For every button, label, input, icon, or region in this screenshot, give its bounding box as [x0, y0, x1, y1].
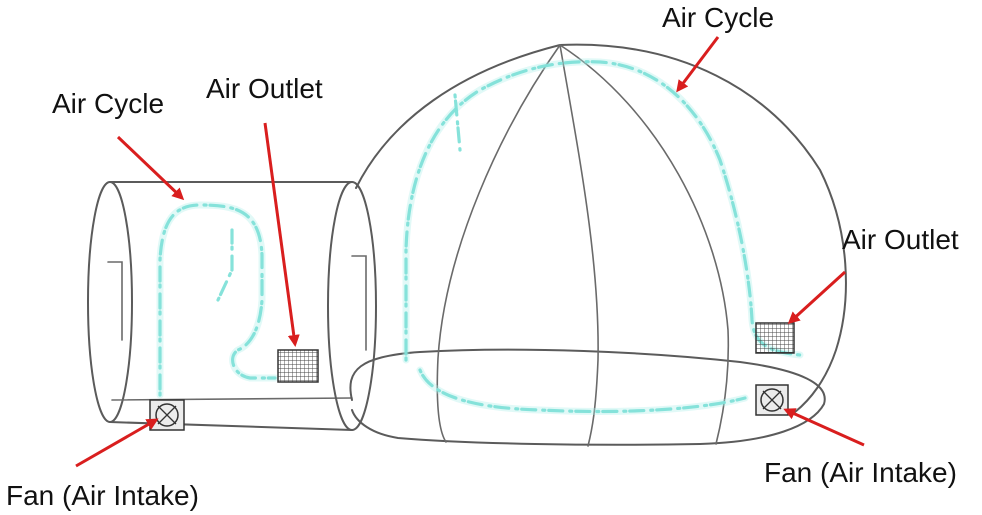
- dome-seam-center: [559, 44, 599, 447]
- tunnel-door-flap: [107, 261, 123, 341]
- label-air-cycle-left: Air Cycle: [52, 88, 165, 119]
- label-fan-left: Fan (Air Intake): [6, 480, 199, 511]
- label-air-cycle-top: Air Cycle: [662, 2, 775, 33]
- grille-vent-icon: [277, 349, 319, 383]
- dome-base-ellipse: [349, 348, 826, 446]
- dome-outer-shell: [355, 43, 847, 413]
- airflow-tunnel-path: [158, 203, 277, 397]
- dome: [349, 43, 847, 447]
- arrow-fan-right: [783, 408, 865, 447]
- arrow-air-outlet-left: [263, 122, 300, 347]
- airflow-dome-arch: [404, 60, 802, 362]
- dome-seam-left: [436, 44, 561, 443]
- tunnel-entrance-ring: [87, 181, 133, 423]
- fan-icon: [755, 384, 789, 416]
- label-air-outlet-right: Air Outlet: [842, 224, 959, 255]
- arrow-air-outlet-right: [787, 270, 847, 325]
- label-air-outlet-left: Air Outlet: [206, 73, 323, 104]
- tunnel-floor-line: [111, 397, 353, 401]
- arrow-air-cycle-left: [116, 135, 185, 201]
- arrow-air-cycle-top: [676, 36, 720, 93]
- dome-seam-right: [559, 44, 730, 445]
- label-fan-right: Fan (Air Intake): [764, 457, 957, 488]
- pointer-arrows: [75, 36, 865, 468]
- airflow-dome-drop: [453, 93, 462, 152]
- tunnel-inner-flap: [351, 255, 367, 351]
- arrow-fan-left: [75, 418, 159, 468]
- fan-icon: [149, 399, 185, 431]
- tunnel-dome-ring: [327, 181, 377, 431]
- tunnel: [87, 181, 377, 431]
- grille-vent-icon: [755, 322, 795, 354]
- airflow-tunnel-inner: [216, 228, 234, 302]
- airflow-dome-floor: [418, 368, 747, 414]
- airflow-paths: [156, 58, 804, 415]
